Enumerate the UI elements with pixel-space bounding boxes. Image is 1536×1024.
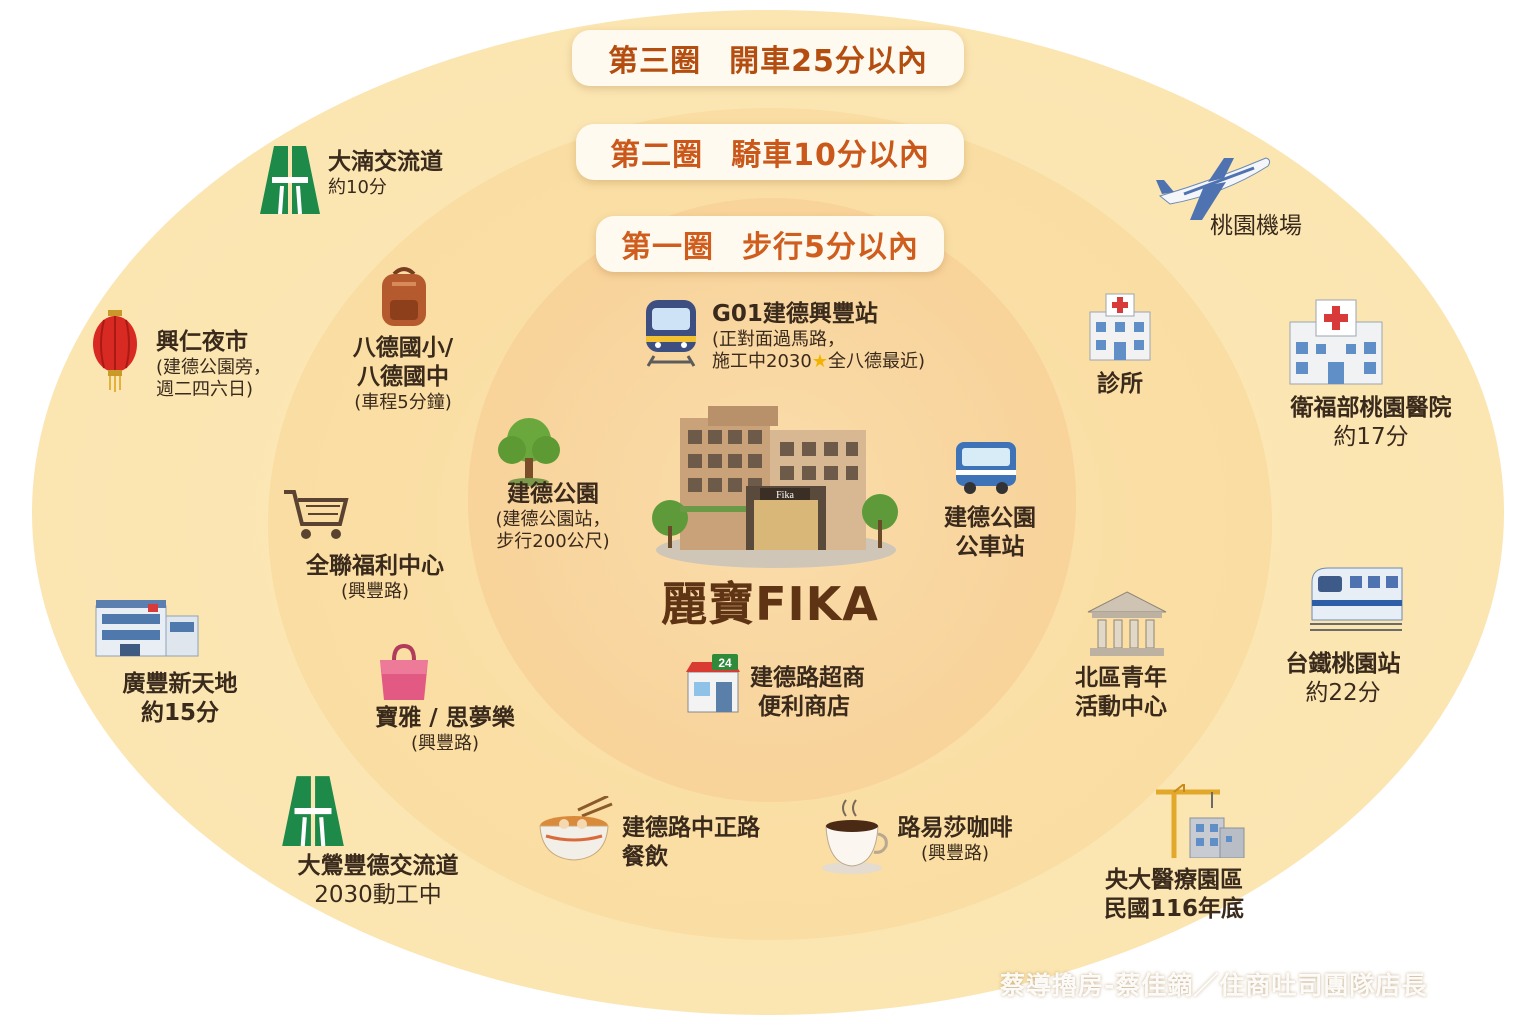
shops-name: 寶雅 / 思夢樂: [375, 705, 515, 731]
station-name: G01建德興豐站: [712, 301, 878, 327]
bus-stop-line-1: 建德公園: [944, 505, 1036, 531]
building-illustration: Fika: [652, 406, 898, 568]
ring-label-middle-range: 騎車10分以內: [731, 138, 930, 173]
clinic-icon: [1089, 293, 1151, 361]
hospital-name: 衛福部桃園醫院: [1290, 395, 1452, 421]
label-store: 建德路超商 便利商店: [750, 664, 865, 722]
night-market-note-1: (建德公園旁，: [156, 356, 272, 378]
shopping-mall-icon: [95, 600, 199, 657]
lantern-icon: [93, 310, 137, 392]
interchange-daying-name: 大鶯豐德交流道: [297, 853, 459, 879]
interchange-danan-time: 約10分: [328, 176, 387, 198]
clinic-name: 診所: [1097, 371, 1143, 397]
label-interchange-danan: 大湳交流道 約10分: [328, 148, 443, 199]
label-medical-park: 央大醫療園區 民國116年底: [1094, 866, 1254, 924]
interchange-danan-name: 大湳交流道: [328, 149, 443, 175]
label-clinic: 診所: [1070, 370, 1170, 399]
railway-train-icon: [1310, 567, 1403, 631]
mall-name: 廣豐新天地: [122, 671, 238, 697]
park-note-2: 步行200公尺): [496, 531, 610, 553]
label-hospital: 衛福部桃園醫院 約17分: [1276, 394, 1466, 452]
night-market-name: 興仁夜市: [156, 329, 248, 355]
coffee-note: (興豐路): [920, 842, 990, 864]
label-park: 建德公園 (建德公園站， 步行200公尺): [478, 480, 628, 554]
backpack-icon: [382, 267, 426, 326]
label-dining: 建德路中正路 餐飲: [622, 814, 760, 872]
shops-note: (興豐路): [410, 732, 480, 754]
label-youth-center: 北區青年 活動中心: [1056, 664, 1186, 722]
ring-label-outer-name: 第三圈: [608, 44, 702, 79]
airport-name: 桃園機場: [1210, 213, 1302, 239]
rail-station-name: 台鐵桃園站: [1285, 651, 1401, 677]
shopping-cart-icon: [284, 490, 349, 539]
dining-line-2: 餐飲: [622, 843, 668, 870]
supermarket-name: 全聯福利中心: [306, 553, 444, 579]
label-station: G01建德興豐站 (正對面過馬路， 施工中2030★全八德最近): [712, 300, 925, 374]
ring-label-inner-range: 步行5分以內: [742, 230, 919, 265]
construction-crane-icon: [1156, 784, 1245, 858]
mall-time: 約15分: [140, 699, 219, 726]
ring-label-middle-name: 第二圈: [610, 138, 704, 173]
label-supermarket: 全聯福利中心 (興豐路): [290, 552, 460, 603]
freeway-interchange-icon: [282, 776, 344, 846]
station-note-1: (正對面過馬路，: [712, 328, 846, 350]
night-market-note-2: 週二四六日): [156, 379, 254, 401]
label-school: 八德國小/ 八德國中 (車程5分鐘): [328, 334, 478, 414]
medical-park-date: 民國116年底: [1103, 895, 1244, 922]
station-note-2b: 全八德最近): [827, 351, 925, 373]
bus-icon: [956, 442, 1016, 494]
school-line-2: 八德國中: [357, 363, 449, 390]
hospital-time: 約17分: [1333, 423, 1409, 450]
interchange-daying-status: 2030動工中: [314, 881, 442, 908]
airplane-icon: [1156, 157, 1271, 220]
park-note-1: (建德公園站，: [495, 508, 611, 530]
youth-center-line-2: 活動中心: [1075, 693, 1167, 720]
ring-label-inner: 第一圈 步行5分以內: [596, 216, 944, 272]
freeway-interchange-icon: [260, 146, 320, 214]
label-night-market: 興仁夜市 (建德公園旁， 週二四六日): [156, 328, 271, 402]
label-shops: 寶雅 / 思夢樂 (興豐路): [360, 704, 530, 755]
label-rail-station: 台鐵桃園站 約22分: [1268, 650, 1418, 708]
bus-stop-line-2: 公車站: [955, 533, 1025, 560]
rail-station-time: 約22分: [1305, 679, 1381, 706]
project-title: 麗寶FIKA: [661, 577, 879, 631]
train-icon: [646, 300, 696, 367]
label-interchange-daying: 大鶯豐德交流道 2030動工中: [278, 852, 478, 910]
store-line-2: 便利商店: [758, 693, 850, 720]
ring-label-inner-name: 第一圈: [621, 230, 715, 265]
store-line-1: 建德路超商: [750, 665, 865, 691]
youth-center-line-1: 北區青年: [1075, 665, 1167, 691]
ring-label-outer-range: 開車25分以內: [729, 44, 928, 79]
ring-label-middle: 第二圈 騎車10分以內: [576, 124, 964, 180]
star-icon: ★: [811, 351, 828, 373]
coffee-name: 路易莎咖啡: [897, 815, 1013, 841]
station-note-2a: 施工中2030: [712, 351, 812, 373]
credit-watermark: 蔡導擼房-蔡佳鏑／住商吐司團隊店長: [1000, 971, 1428, 1000]
school-line-1: 八德國小/: [352, 335, 454, 361]
park-name: 建德公園: [507, 481, 599, 507]
supermarket-note: (興豐路): [340, 580, 410, 602]
hospital-icon: [1289, 299, 1383, 385]
civic-building-icon: [1087, 591, 1167, 656]
label-bus-stop: 建德公園 公車站: [920, 504, 1060, 562]
shopping-bag-icon: [380, 644, 428, 700]
noodle-bowl-icon: [539, 796, 613, 861]
label-mall: 廣豐新天地 約15分: [100, 670, 260, 728]
label-airport: 桃園機場: [1196, 212, 1316, 241]
coffee-cup-icon: [822, 799, 888, 874]
convenience-store-icon: 24: [686, 654, 740, 713]
school-note: (車程5分鐘): [354, 391, 452, 413]
tree-icon: [498, 418, 560, 486]
ring-label-outer: 第三圈 開車25分以內: [572, 30, 964, 86]
medical-park-name: 央大醫療園區: [1105, 867, 1243, 893]
label-coffee: 路易莎咖啡 (興豐路): [890, 814, 1020, 865]
store-badge: 24: [718, 656, 732, 670]
building-sign: Fika: [776, 490, 794, 501]
dining-line-1: 建德路中正路: [622, 815, 760, 841]
